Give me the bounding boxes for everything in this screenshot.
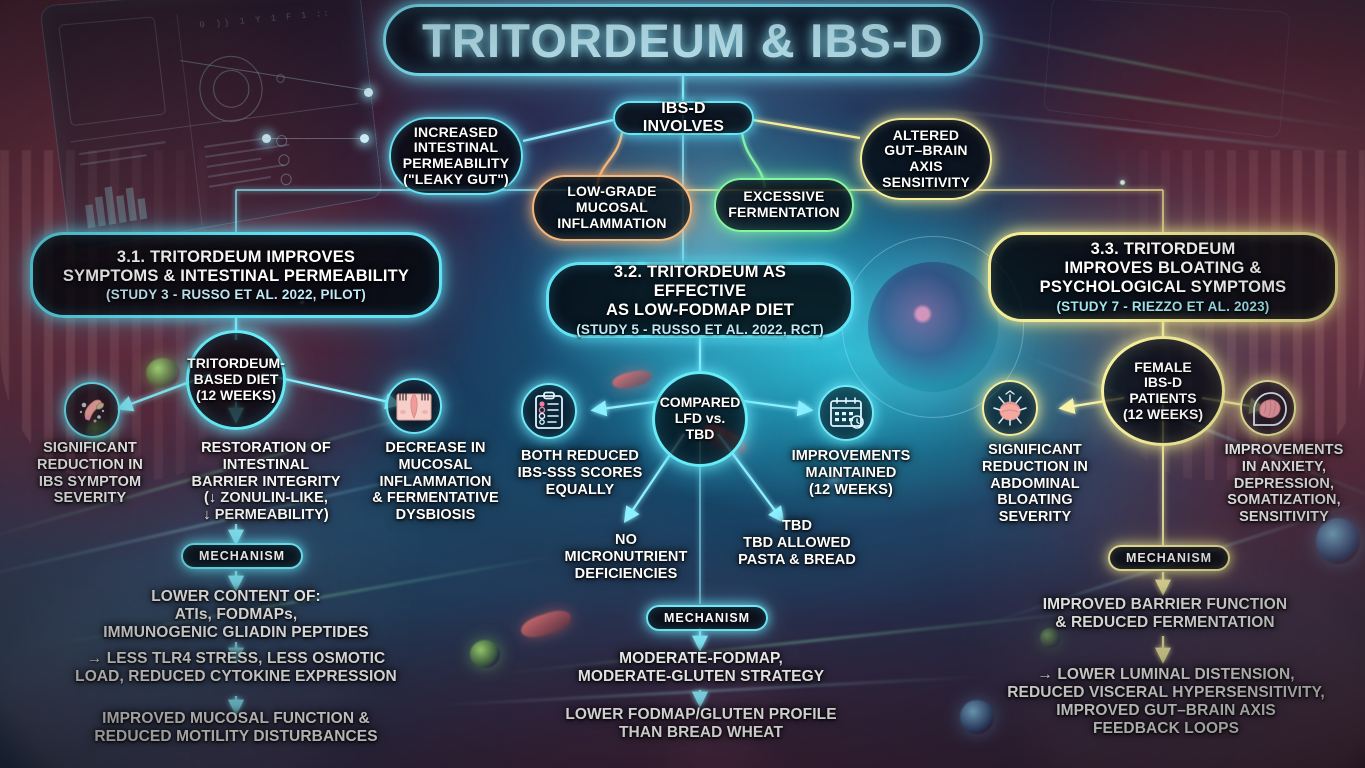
head-brain-icon [1240, 380, 1296, 436]
section-3-3-citation: (STUDY 7 - RIEZZO ET AL. 2023) [1056, 298, 1270, 314]
bacteria-icon [64, 382, 120, 438]
calendar-icon [818, 385, 874, 441]
mechanism-tag-3-1[interactable]: MECHANISM [181, 543, 304, 569]
section-3-1-citation: (STUDY 3 - RUSSO ET AL. 2022, PILOT) [106, 287, 366, 303]
section-3-2-citation: (STUDY 5 - RUSSO ET AL. 2022, RCT) [576, 321, 824, 337]
mechanism-step-3-3-2: → LOWER LUMINAL DISTENSION,REDUCED VISCE… [1007, 666, 1325, 737]
mechanism-step-3-2-1: MODERATE-FODMAP,MODERATE-GLUTEN STRATEGY [577, 650, 825, 685]
node-ibs-d-involves[interactable]: IBS-D INVOLVES [613, 100, 754, 135]
page-title: TRITORDEUM & IBS-D [421, 13, 945, 67]
page-title-banner: TRITORDEUM & IBS-D [383, 4, 983, 76]
hub-tritordeum-based-diet[interactable]: TRITORDEUM-BASED DIET(12 WEEKS) [186, 330, 286, 430]
mechanism-step-3-1-3: IMPROVED MUCOSAL FUNCTION &REDUCED MOTIL… [94, 710, 378, 745]
mechanism-step-3-3-1: IMPROVED BARRIER FUNCTION& REDUCED FERME… [1042, 596, 1288, 631]
clipboard-checklist-icon [521, 383, 577, 439]
intestinal-villi-icon [386, 378, 442, 434]
mechanism-tag-3-3[interactable]: MECHANISM [1108, 545, 1231, 571]
mechanism-tag-3-2[interactable]: MECHANISM [646, 605, 769, 631]
abdomen-bloating-icon [982, 380, 1038, 436]
mechanism-step-3-1-1: LOWER CONTENT OF:ATIs, FODMAPs,IMMUNOGEN… [103, 588, 369, 641]
